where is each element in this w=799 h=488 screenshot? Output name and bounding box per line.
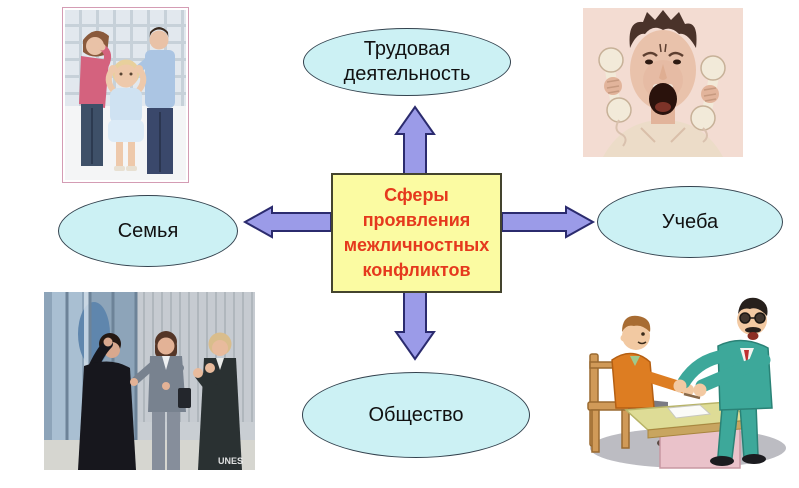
node-family-label: Семья [117, 219, 179, 242]
family-argument-photo [62, 7, 189, 183]
arrow-right-icon [501, 205, 596, 239]
left-phone-handset-icon [598, 47, 632, 123]
center-topic-box: Сферы проявления межличностных конфликто… [331, 173, 502, 293]
node-studies: Учеба [597, 186, 783, 258]
arrow-down-icon [394, 291, 436, 361]
stressed-man-phones-photo [583, 8, 743, 157]
center-topic-label: Сферы проявления межличностных конфликто… [343, 185, 490, 280]
node-work-activity: Трудовая деятельность [303, 28, 511, 96]
paper-sheet [667, 404, 712, 419]
center-woman-figure [130, 331, 191, 470]
arrow-left-icon [242, 205, 332, 239]
right-phone-handset-icon [690, 55, 726, 131]
mother-figure [79, 30, 112, 166]
wooden-chair [587, 353, 635, 453]
node-work-activity-label: Трудовая деятельность [343, 38, 471, 85]
node-family: Семья [58, 195, 238, 267]
man-in-suit-figure [78, 333, 136, 470]
phone-cords [615, 119, 708, 147]
node-society-label: Общество [368, 403, 464, 426]
arrow-up-icon [394, 105, 436, 175]
street-argument-photo: UNES [44, 292, 255, 470]
photo-watermark: UNES [218, 456, 243, 466]
child-figure [105, 59, 147, 171]
standing-teacher-figure [673, 297, 773, 466]
node-studies-label: Учеба [661, 210, 719, 233]
mustache [745, 327, 761, 333]
hair [629, 10, 697, 48]
blonde-woman-figure [193, 332, 242, 470]
shirt [603, 120, 723, 157]
node-society: Общество [302, 372, 530, 458]
glasses-icon [739, 312, 766, 324]
teacher-student-cartoon [572, 290, 796, 476]
